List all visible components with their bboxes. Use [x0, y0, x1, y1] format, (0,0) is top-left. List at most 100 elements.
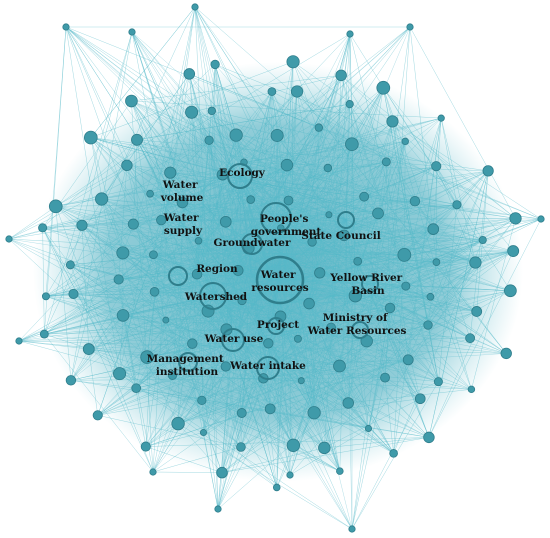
network-edge	[296, 91, 387, 163]
network-edge	[149, 193, 394, 454]
network-node	[401, 137, 409, 146]
network-edge	[345, 165, 437, 221]
network-edge	[194, 6, 269, 369]
network-edge	[340, 75, 421, 399]
network-edge	[440, 118, 458, 205]
network-node	[293, 334, 302, 343]
network-node	[346, 30, 354, 38]
label-watershed: Watershed	[184, 291, 248, 303]
network-node	[236, 408, 247, 418]
network-edge	[292, 61, 430, 438]
network-node	[48, 199, 63, 214]
network-node	[345, 100, 354, 109]
network-edge	[119, 315, 124, 374]
network-node	[156, 215, 167, 226]
network-edge	[240, 290, 511, 448]
network-edge	[131, 31, 214, 297]
network-edge	[45, 217, 277, 297]
network-edge	[150, 193, 415, 202]
network-edge	[154, 273, 198, 293]
network-edge	[152, 471, 223, 473]
network-edge	[145, 295, 214, 447]
network-edge	[239, 175, 394, 454]
network-edge	[267, 367, 386, 378]
network-edge	[386, 161, 472, 390]
network-edge	[407, 170, 489, 360]
network-node	[537, 215, 545, 223]
network-edge	[212, 64, 216, 297]
network-node	[338, 229, 350, 242]
network-node	[335, 69, 347, 82]
network-edge	[131, 31, 281, 281]
network-edge	[194, 6, 234, 341]
network-edge	[81, 225, 421, 399]
network-node	[433, 377, 443, 387]
network-node	[216, 466, 228, 479]
network-edge	[211, 110, 352, 145]
network-edge	[136, 103, 350, 141]
network-node	[270, 128, 284, 142]
network-edge	[194, 6, 213, 111]
label-water-resources: Water resources	[251, 269, 308, 294]
network-edge	[239, 26, 411, 177]
label-yellow-river-basin: Yellow River Basin	[329, 272, 406, 297]
network-edge	[201, 64, 216, 401]
network-edge	[42, 175, 241, 229]
network-edge	[471, 218, 516, 390]
network-edge	[131, 100, 483, 241]
network-edge	[275, 135, 278, 219]
network-edge	[436, 262, 507, 354]
network-edge	[133, 161, 387, 225]
network-edge	[393, 239, 483, 454]
network-edge	[217, 243, 253, 510]
network-edge	[73, 293, 214, 297]
network-edge	[275, 217, 421, 399]
network-edge	[275, 217, 353, 530]
network-edge	[55, 206, 310, 304]
network-edge	[301, 33, 351, 381]
network-edge	[339, 311, 477, 367]
network-edge	[131, 100, 253, 245]
network-node	[140, 441, 151, 452]
network-edge	[239, 175, 516, 219]
network-edge	[251, 243, 341, 472]
network-edge	[343, 235, 507, 354]
network-node	[125, 94, 138, 108]
network-edge	[276, 91, 298, 488]
network-edge	[267, 262, 476, 369]
network-edge	[212, 117, 442, 297]
network-node	[187, 338, 198, 349]
network-edge	[345, 204, 457, 221]
network-edge	[131, 31, 310, 304]
network-edge	[191, 112, 347, 221]
network-edge	[392, 121, 516, 219]
network-edge	[70, 264, 242, 448]
network-edge	[97, 367, 269, 416]
network-node	[307, 406, 321, 420]
network-edge	[172, 112, 192, 376]
network-node	[272, 483, 281, 492]
network-edge	[232, 33, 351, 341]
network-edge	[217, 213, 379, 510]
network-node	[286, 55, 300, 69]
network-edge	[18, 329, 227, 342]
network-node	[348, 525, 356, 533]
network-edge	[345, 219, 353, 530]
network-node	[507, 245, 520, 258]
network-edge	[275, 217, 477, 312]
network-edge	[232, 250, 514, 341]
network-edge	[70, 264, 198, 275]
network-edge	[207, 310, 439, 382]
network-node	[509, 212, 522, 225]
node-layer	[5, 3, 545, 533]
network-node	[303, 297, 315, 310]
network-edge	[101, 198, 369, 429]
network-edge	[275, 217, 409, 360]
network-edge	[324, 398, 421, 449]
network-edge	[366, 26, 411, 342]
network-edge	[101, 198, 214, 297]
network-edge	[217, 217, 277, 510]
network-node	[38, 223, 48, 233]
network-edge	[65, 26, 241, 177]
network-node	[326, 322, 336, 333]
